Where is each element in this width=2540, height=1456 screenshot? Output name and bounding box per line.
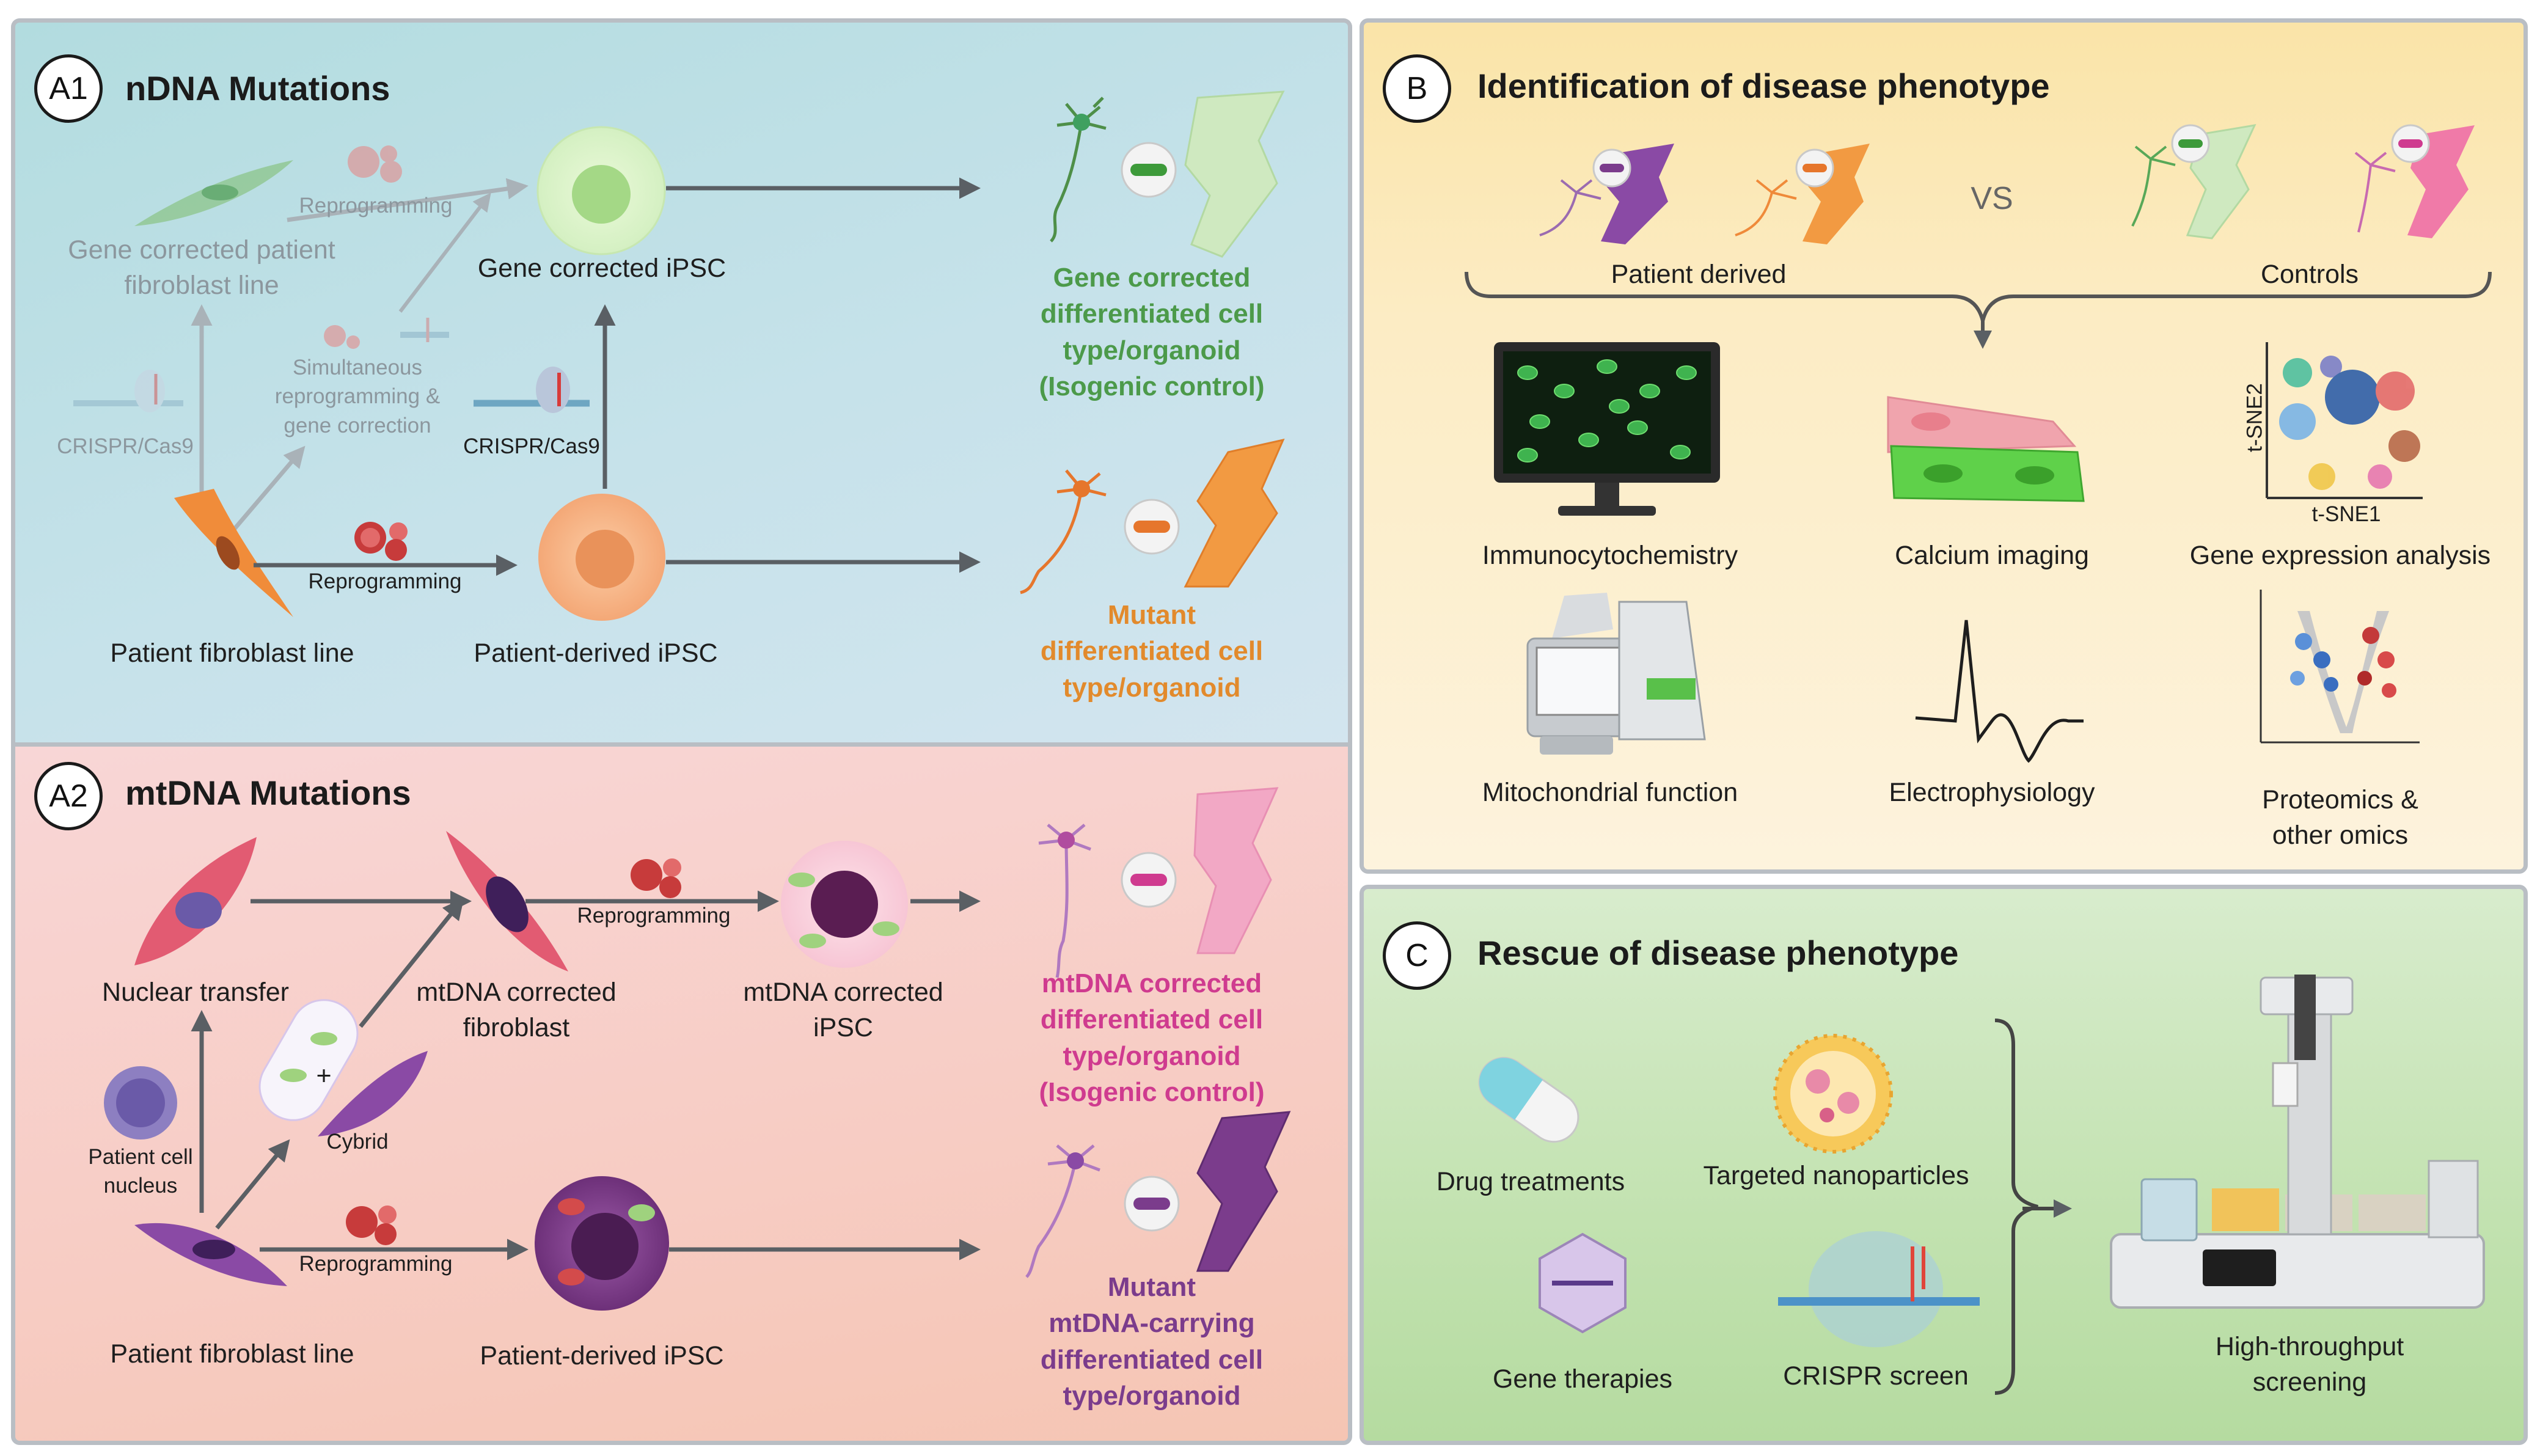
controls-label: Controls xyxy=(2260,260,2359,289)
b-graphics xyxy=(1465,124,2492,763)
mitochondrial-function-label: Mitochondrial function xyxy=(1482,778,1738,807)
cybrid-cell-icon xyxy=(318,1051,428,1136)
liquid-handling-robot-icon xyxy=(2110,975,2485,1309)
panel-b-badge: B xyxy=(1383,54,1451,123)
cybrid-label: Cybrid xyxy=(326,1130,389,1154)
gene-corrected-outcome-label: Gene corrected differentiated cell type/… xyxy=(1039,263,1265,402)
reprogramming-factors-icon xyxy=(631,858,681,898)
mitochondria-capsule-icon xyxy=(258,999,359,1121)
panel-a1-badge: A1 xyxy=(34,54,103,123)
panel-c-title: Rescue of disease phenotype xyxy=(1477,934,1959,972)
crispr-screen-label: CRISPR screen xyxy=(1783,1361,1969,1391)
crispr-cas9-mid-icon xyxy=(474,367,590,413)
simultaneous-label: Simultaneous reprogramming & gene correc… xyxy=(274,356,441,437)
nuclear-transfer-label: Nuclear transfer xyxy=(102,978,289,1007)
calcium-imaging-label: Calcium imaging xyxy=(1895,541,2089,570)
tsne-plot-icon xyxy=(2266,342,2423,499)
mutant-neuron-purple-icon xyxy=(1025,1144,1100,1278)
panel-a2-badge: A2 xyxy=(34,762,103,830)
patient-neuron-orange-icon xyxy=(1735,179,1797,236)
crispr-left-label: CRISPR/Cas9 xyxy=(57,434,194,458)
reprogramming-factors-icon xyxy=(346,1205,397,1245)
aav-capsid-icon xyxy=(1539,1232,1627,1334)
reprogramming-top-label: Reprogramming xyxy=(299,194,453,218)
patient-derived-label: Patient derived xyxy=(1611,260,1787,289)
tsne-y-label: t-SNE2 xyxy=(2242,383,2267,453)
drug-capsule-icon xyxy=(1478,1056,1579,1143)
mutant-outcome-label: Mutant differentiated cell type/organoid xyxy=(1040,600,1264,703)
control-neuron-green-icon xyxy=(2131,145,2176,227)
patient-neuron-purple-icon xyxy=(1539,179,1601,236)
vs-label: VS xyxy=(1971,181,2013,216)
electrophysiology-label: Electrophysiology xyxy=(1889,778,2095,807)
panel-a2-title: mtDNA Mutations xyxy=(125,774,411,812)
panel-a1-title: nDNA Mutations xyxy=(125,69,390,108)
patient-fibroblast-label: Patient fibroblast line xyxy=(110,638,354,668)
mutant-cardiomyocyte-purple-icon xyxy=(1196,1111,1291,1272)
a2-graphics xyxy=(104,787,1291,1311)
panel-a1-ndna xyxy=(11,18,1352,748)
a2-reprogramming-bottom-label: Reprogramming xyxy=(299,1252,453,1276)
mutant-cardiomyocyte-orange-icon xyxy=(1184,438,1285,588)
seahorse-analyzer-icon xyxy=(1526,593,1706,755)
a2-reprogramming-top-label: Reprogramming xyxy=(577,904,731,927)
crispr-mid-label: CRISPR/Cas9 xyxy=(463,434,600,458)
panel-c-badge: C xyxy=(1383,921,1451,990)
drug-treatments-label: Drug treatments xyxy=(1436,1167,1625,1196)
volcano-plot-icon xyxy=(2260,590,2420,744)
mutant-neuron-orange-icon xyxy=(1020,469,1107,594)
reprogramming-bottom-label: Reprogramming xyxy=(308,569,462,593)
panel-b-title: Identification of disease phenotype xyxy=(1477,67,2050,105)
control-neuron-pink-icon xyxy=(2354,152,2396,233)
crispr-cas9-left-icon xyxy=(73,370,183,412)
nanoparticle-icon xyxy=(1773,1034,1893,1154)
gene-corrected-fibroblast-label: Gene corrected patient fibroblast line xyxy=(68,235,335,301)
gene-therapies-label: Gene therapies xyxy=(1492,1364,1673,1394)
hts-label: High-throughput screening xyxy=(2215,1332,2404,1397)
calcium-imaging-icon xyxy=(1887,396,2085,502)
immunocytochemistry-label: Immunocytochemistry xyxy=(1482,541,1738,570)
a2-mutant-outcome-label: Mutant mtDNA-carrying differentiated cel… xyxy=(1040,1272,1264,1411)
gene-corrected-ipsc-label: Gene corrected iPSC xyxy=(477,254,726,283)
crispr-screen-icon xyxy=(1778,1231,1980,1347)
plus-label: + xyxy=(316,1061,332,1091)
a2-patient-fibroblast-label: Patient fibroblast line xyxy=(110,1339,354,1369)
reprogramming-factors-icon xyxy=(354,522,408,561)
a2-patient-ipsc-label: Patient-derived iPSC xyxy=(480,1341,724,1370)
mtdna-ipsc-label: mtDNA corrected iPSC xyxy=(743,978,943,1043)
mtdna-outcome-label: mtDNA corrected differentiated cell type… xyxy=(1039,968,1265,1108)
electrophysiology-trace-icon xyxy=(1915,620,2084,763)
reprogramming-factors-icon xyxy=(348,145,402,183)
a1-graphics xyxy=(73,90,1285,621)
immunocytochemistry-monitor-icon xyxy=(1494,342,1720,516)
gene-corrected-neuron-icon xyxy=(1050,97,1107,243)
c-graphics xyxy=(1478,975,2485,1395)
gene-corrected-cardiomyocyte-icon xyxy=(1184,90,1285,258)
mtdna-corrected-neuron-icon xyxy=(1038,824,1091,978)
patient-nucleus-label: Patient cell nucleus xyxy=(88,1145,193,1198)
nanoparticles-label: Targeted nanoparticles xyxy=(1703,1161,1969,1190)
tsne-x-label: t-SNE1 xyxy=(2311,502,2381,526)
patient-ipsc-label: Patient-derived iPSC xyxy=(474,638,718,668)
proteomics-label: Proteomics & other omics xyxy=(2262,785,2418,851)
mtdna-corrected-cardiomyocyte-icon xyxy=(1193,787,1279,954)
gene-expression-label: Gene expression analysis xyxy=(2189,541,2491,570)
mtdna-fibroblast-label: mtDNA corrected fibroblast xyxy=(416,978,617,1043)
